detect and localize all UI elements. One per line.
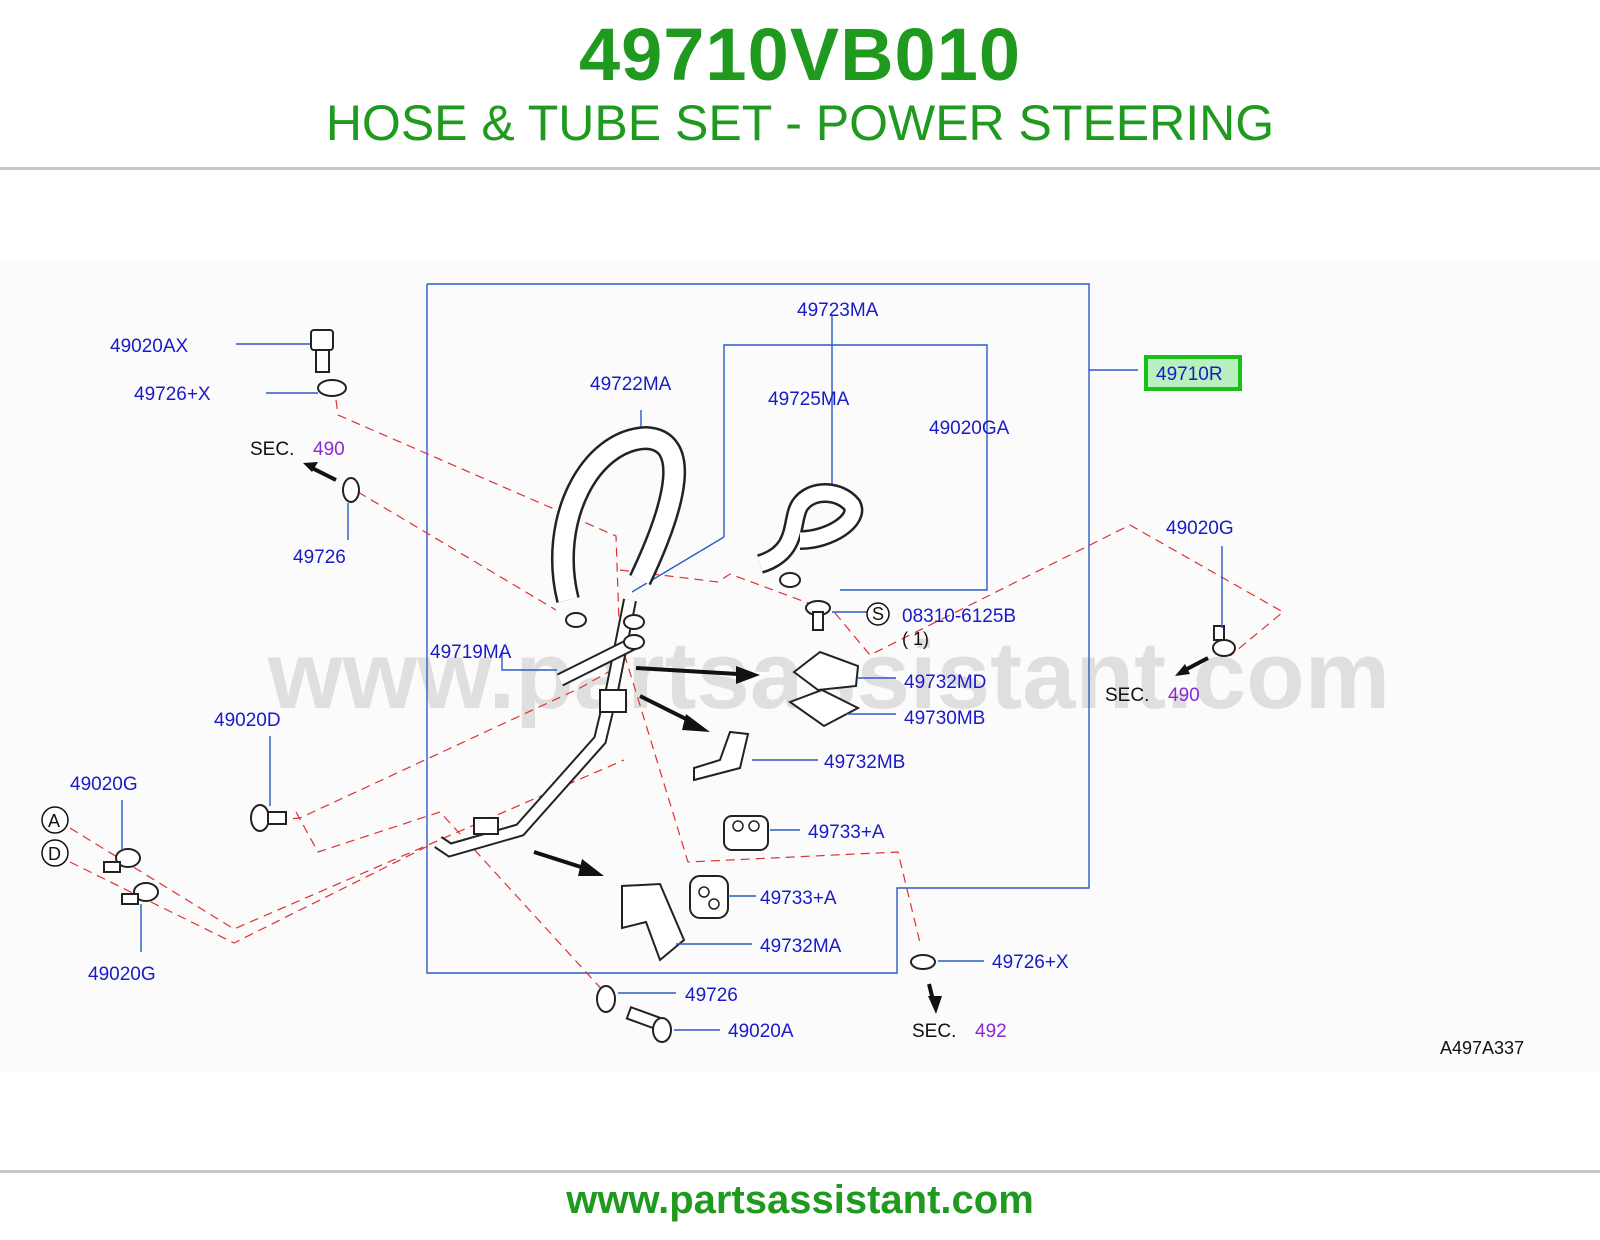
label-49020AX[interactable]: 49020AX (110, 336, 189, 357)
hose-clamp (565, 612, 587, 628)
arrow-to-49732MA (533, 850, 585, 870)
symbol-s: S (872, 604, 884, 624)
label-49020D[interactable]: 49020D (214, 710, 281, 731)
clamp-49732MA (621, 882, 686, 962)
tube-fitting-upper (623, 614, 645, 630)
washer-49726-bottom (596, 985, 616, 1013)
dashed-line-49020A (295, 811, 617, 1006)
dashed-line-49020AX (335, 399, 621, 651)
bolt-49020D (250, 804, 287, 832)
grommet-49733A-lower (689, 875, 729, 919)
part-description-title: HOSE & TUBE SET - POWER STEERING (325, 95, 1275, 151)
arrowhead-sec-490-right (1175, 664, 1190, 676)
sec-ref-490-right-prefix: SEC. (1105, 685, 1149, 706)
label-49710R[interactable]: 49710R (1156, 364, 1223, 385)
label-08310-qty: ( 1) (902, 629, 929, 649)
arrow-to-49732MD (635, 666, 739, 676)
part-number-title: 49710VB010 (578, 13, 1022, 96)
symbol-s-circle (866, 602, 890, 626)
arrowhead-to-49732MB (682, 714, 710, 732)
dashed-line-center (619, 639, 922, 948)
symbol-d-circle (41, 839, 69, 867)
tube-bracket (473, 817, 499, 835)
page-header: 49710VB010 HOSE & TUBE SET - POWER STEER… (0, 0, 1600, 170)
assembly-frame (426, 283, 1090, 974)
sec-ref-490-left-prefix: SEC. (250, 439, 294, 460)
footer-divider (0, 1170, 1600, 1173)
label-49719MA[interactable]: 49719MA (430, 642, 512, 663)
label-49725MA[interactable]: 49725MA (768, 389, 850, 410)
arrowhead-sec-492 (928, 996, 942, 1014)
hose-49722MA (553, 428, 684, 603)
arrowhead-to-49732MA (578, 859, 604, 876)
highlight-box-49710R (1144, 355, 1242, 391)
sec-ref-492-number[interactable]: 492 (975, 1021, 1007, 1042)
clip-49020G-left-bottom (121, 882, 159, 905)
plate-49730MB (787, 688, 861, 728)
sec-ref-492-prefix: SEC. (912, 1021, 956, 1042)
label-49020A[interactable]: 49020A (728, 1021, 794, 1042)
label-49732MB[interactable]: 49732MB (824, 752, 905, 773)
footer-website-link[interactable]: www.partsassistant.com (566, 1178, 1034, 1222)
tube-49719MA (435, 599, 635, 856)
label-49726-left[interactable]: 49726 (293, 547, 346, 568)
symbol-a-circle (41, 806, 69, 834)
clip-49020G-left-top (103, 848, 141, 873)
label-49020GA[interactable]: 49020GA (929, 418, 1010, 439)
leader-49723MA-group (723, 344, 988, 591)
label-49020G-left-bottom[interactable]: 49020G (88, 964, 156, 985)
label-49020G-right[interactable]: 49020G (1166, 518, 1234, 539)
label-49732MA[interactable]: 49732MA (760, 936, 842, 957)
washer-49726X-top (317, 379, 347, 397)
clamp-49732MB (693, 730, 750, 782)
bolt-08310-6125B (805, 600, 831, 631)
arrow-sec-490-left (311, 466, 337, 482)
label-49733A-lower[interactable]: 49733+A (760, 888, 837, 909)
clamp-49732MD (792, 650, 860, 692)
arrow-sec-490-right (1184, 656, 1209, 672)
washer-49726-left (342, 477, 360, 503)
sec-ref-490-left-number[interactable]: 490 (313, 439, 345, 460)
tube-clip (599, 689, 627, 713)
hose-49725MA (757, 485, 861, 572)
bolt-49020AX (310, 329, 334, 373)
label-49733A-upper[interactable]: 49733+A (808, 822, 885, 843)
arrow-to-49732MB (639, 694, 693, 724)
tube-fitting-lower (623, 634, 645, 650)
label-49730MB[interactable]: 49730MB (904, 708, 985, 729)
hose-clamp-49020GA (779, 572, 801, 588)
dashed-line-49020D (277, 669, 613, 821)
figure-code: A497A337 (1440, 1038, 1524, 1058)
washer-49726X-bottom (910, 954, 936, 970)
sec-ref-490-right-number[interactable]: 490 (1168, 685, 1200, 706)
header-divider (0, 167, 1600, 170)
dashed-line-49726-left (357, 491, 557, 611)
label-08310-6125B[interactable]: 08310-6125B (902, 606, 1016, 627)
symbol-d: D (48, 844, 61, 864)
grommet-49733A-upper (723, 815, 769, 851)
arrowhead-sec-490-left (303, 462, 318, 472)
clip-49020G-right (1212, 625, 1236, 657)
label-49723MA[interactable]: 49723MA (797, 300, 879, 321)
label-49020G-left-top[interactable]: 49020G (70, 774, 138, 795)
label-49726X-bottom[interactable]: 49726+X (992, 952, 1069, 973)
bolt-49020A (625, 1005, 672, 1043)
label-49722MA[interactable]: 49722MA (590, 374, 672, 395)
label-49726-bottom[interactable]: 49726 (685, 985, 738, 1006)
label-49732MD[interactable]: 49732MD (904, 672, 986, 693)
symbol-a: A (48, 811, 60, 831)
dashed-line-left-lower2 (69, 845, 429, 944)
label-49726X-top[interactable]: 49726+X (134, 384, 211, 405)
arrowhead-to-49732MD (736, 666, 760, 684)
leader-49719MA (501, 651, 557, 671)
